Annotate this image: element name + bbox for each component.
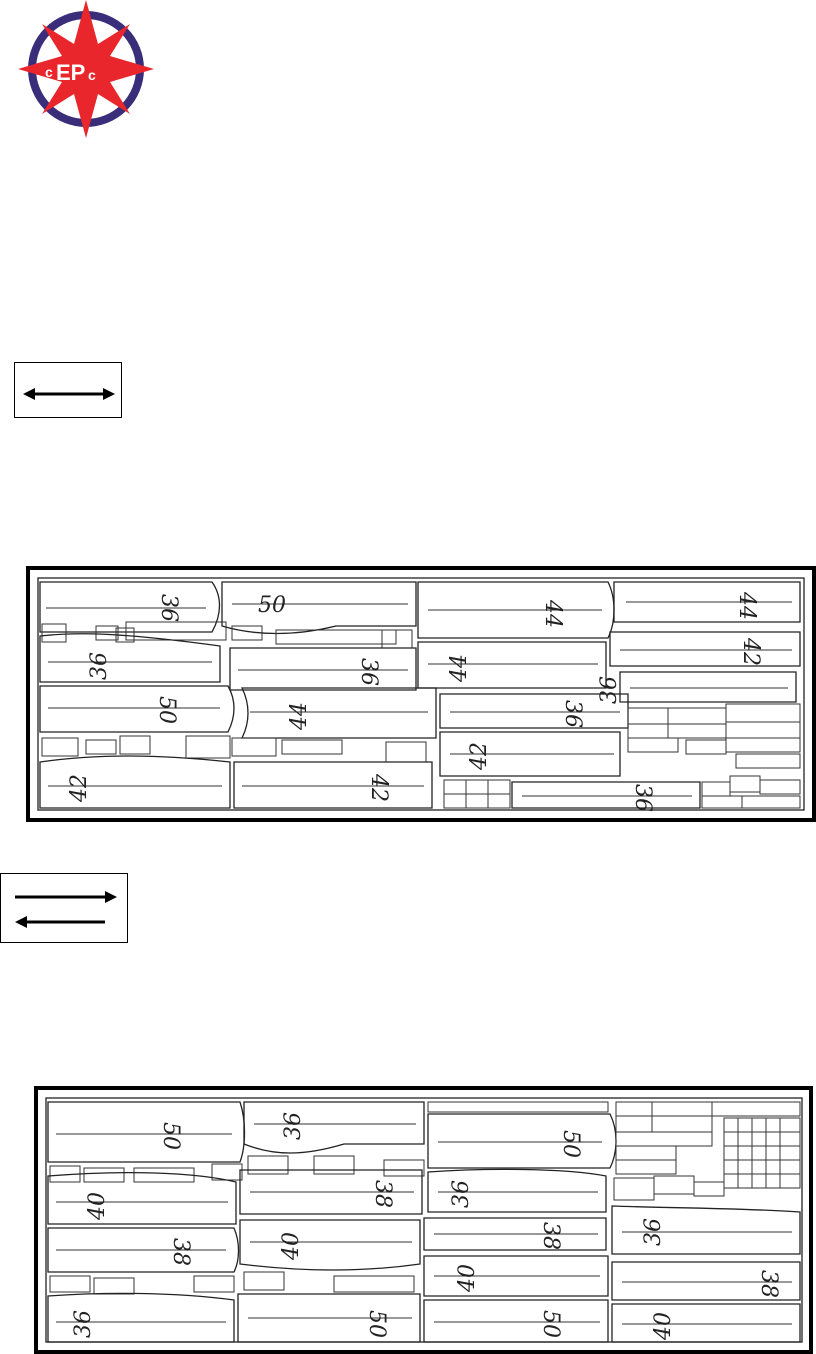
size-label: 50 xyxy=(538,1310,563,1338)
size-label: 42 xyxy=(366,773,391,802)
size-label: 36 xyxy=(560,700,585,728)
size-label: 50 xyxy=(258,593,286,618)
cepc-logo: c EP c xyxy=(18,0,154,138)
marker-layout-1: 36 50 44 44 36 36 44 42 36 50 44 36 42 42 42 36 xyxy=(26,566,816,822)
size-label: 50 xyxy=(158,1122,183,1150)
logo-letter-c2: c xyxy=(88,67,96,83)
size-label: 36 xyxy=(597,676,622,704)
size-label: 36 xyxy=(630,784,655,812)
marker-layout-2: 50 36 50 40 38 36 38 40 38 40 36 38 36 50 50 40 xyxy=(34,1086,813,1354)
size-label: 42 xyxy=(467,742,492,771)
size-label: 50 xyxy=(154,696,179,724)
size-label: 36 xyxy=(449,1180,474,1208)
both-directions-box xyxy=(14,362,122,418)
size-label: 50 xyxy=(364,1310,389,1338)
size-label: 36 xyxy=(356,658,381,686)
size-label: 36 xyxy=(156,594,181,622)
size-label: 50 xyxy=(558,1130,583,1158)
logo-letter-c: c xyxy=(45,64,53,80)
size-label: 44 xyxy=(447,654,472,683)
size-label: 40 xyxy=(85,1192,110,1221)
double-headed-arrow-icon xyxy=(15,363,121,417)
size-label: 36 xyxy=(71,1310,96,1338)
size-label: 38 xyxy=(538,1222,563,1250)
logo-letters-ep: EP xyxy=(56,60,85,85)
size-label: 42 xyxy=(738,637,763,666)
size-label: 40 xyxy=(279,1232,304,1261)
opposite-directions-box xyxy=(0,873,128,943)
size-label: 36 xyxy=(281,1112,306,1140)
size-label: 36 xyxy=(87,652,112,680)
size-label: 40 xyxy=(455,1264,480,1293)
size-label: 38 xyxy=(370,1180,395,1208)
size-label: 44 xyxy=(287,702,312,731)
size-label: 36 xyxy=(641,1218,666,1246)
size-label: 40 xyxy=(651,1312,676,1341)
size-label: 38 xyxy=(168,1238,193,1266)
size-label: 44 xyxy=(540,599,565,628)
opposing-arrows-icon xyxy=(1,874,127,942)
size-label: 38 xyxy=(756,1270,781,1298)
size-label: 42 xyxy=(67,774,92,803)
size-label: 44 xyxy=(734,591,759,620)
